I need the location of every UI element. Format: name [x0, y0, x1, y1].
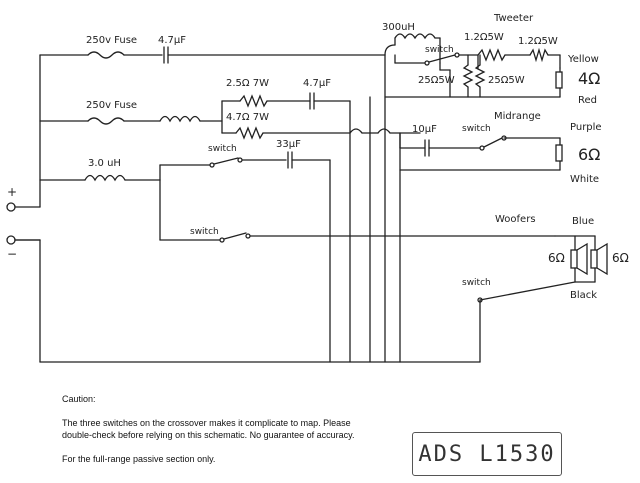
fuse-2 [87, 117, 125, 125]
label-imp-woofer-left: 6Ω [548, 251, 565, 265]
label-plus: + [7, 185, 17, 199]
switch-woofer [223, 232, 247, 240]
label-black: Black [570, 290, 597, 301]
fuse-1 [87, 51, 125, 59]
input-terminal-positive [6, 202, 16, 212]
woofer-speaker-left [570, 249, 578, 269]
resistor-tweeter-top [477, 48, 506, 62]
label-switch-midrange: switch [462, 124, 491, 134]
inductor-tweeter [394, 33, 436, 40]
label-yellow: Yellow [567, 54, 599, 65]
label-res-tweeter-left: 25Ω5W [418, 75, 455, 86]
label-res-1: 2.5Ω 7W [226, 78, 269, 89]
switch-midrange [483, 137, 503, 148]
label-woofers: Woofers [495, 214, 536, 225]
caution-line-2: double-check before relying on this sche… [62, 430, 355, 440]
caution-line-1: The three switches on the crossover make… [62, 418, 351, 428]
label-res-tweeter-top-2: 1.2Ω5W [518, 36, 558, 47]
label-res-tweeter-right: 25Ω5W [488, 75, 525, 86]
resistor-4-7ohm [235, 126, 264, 140]
label-tweeter: Tweeter [493, 13, 534, 24]
resistor-2-5ohm [239, 94, 268, 108]
label-switch-woofer-2: switch [462, 278, 491, 288]
label-res-2: 4.7Ω 7W [226, 112, 269, 123]
label-imp-tweeter: 4Ω [578, 69, 600, 88]
switch-3 [213, 157, 239, 165]
label-purple: Purple [570, 122, 602, 133]
midrange-speaker [555, 144, 563, 162]
label-switch-woofer: switch [190, 227, 219, 237]
label-switch-3: switch [208, 144, 237, 154]
label-imp-woofer-right: 6Ω [612, 251, 629, 265]
resistor-tweeter-right [474, 64, 486, 88]
caution-notes: Caution: The three switches on the cross… [62, 393, 422, 465]
caution-title: Caution: [62, 394, 96, 404]
label-midrange: Midrange [494, 111, 541, 122]
inductor-2 [159, 115, 201, 123]
label-blue: Blue [572, 216, 594, 227]
switch-tweeter [428, 54, 456, 63]
label-cap-3: 33µF [276, 139, 301, 150]
label-fuse-1: 250v Fuse [86, 35, 137, 46]
label-cap-2: 4.7µF [303, 78, 331, 89]
tweeter-speaker [555, 71, 563, 89]
caution-line-3: For the full-range passive section only. [62, 454, 216, 464]
label-cap-4: 10µF [412, 124, 437, 135]
inductor-3uh [84, 174, 126, 182]
resistor-tweeter-top-2 [529, 47, 549, 63]
label-inductor-main: 3.0 uH [88, 158, 121, 169]
label-res-tweeter-top: 1.2Ω5W [464, 32, 504, 43]
label-switch-tweeter: switch [425, 45, 454, 55]
input-terminal-negative [6, 235, 16, 245]
label-fuse-2: 250v Fuse [86, 100, 137, 111]
label-white: White [570, 174, 599, 185]
resistor-tweeter-left [462, 64, 474, 88]
label-cap-1: 4.7µF [158, 35, 186, 46]
label-imp-mid: 6Ω [578, 145, 600, 164]
label-red: Red [578, 95, 597, 106]
woofer-speaker-right [590, 249, 598, 269]
label-minus: − [7, 247, 17, 261]
label-inductor-tweeter: 300uH [382, 22, 415, 33]
model-label: ADS L1530 [412, 432, 562, 476]
